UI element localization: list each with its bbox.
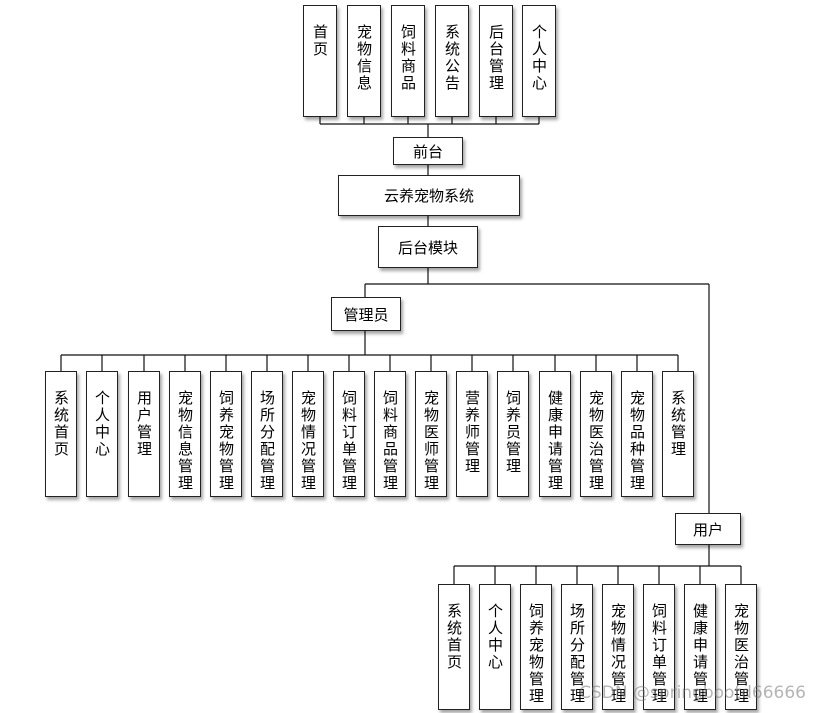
user-node: 用户 [675,513,741,545]
backend-module-node: 后台模块 [378,226,478,268]
system-root-node: 云养宠物系统 [338,175,520,216]
user-item-pet-raising-mgmt: 饲养宠物管理 [520,584,552,710]
admin-item-keeper-mgmt: 饲养员管理 [497,371,529,497]
watermark: CSDN @springbootd66666 [579,683,806,703]
front-node-announcement: 系统公告 [435,5,469,117]
front-node-feed-goods: 饲料商品 [391,5,425,117]
front-node-pet-info: 宠物信息 [347,5,381,117]
front-root-node: 前台 [393,137,463,165]
admin-item-user-mgmt: 用户管理 [128,371,160,497]
user-item-system-home: 系统首页 [438,584,470,710]
admin-item-pet-treatment-mgmt: 宠物医治管理 [580,371,612,497]
admin-item-pet-raising-mgmt: 饲养宠物管理 [210,371,242,497]
admin-item-system-mgmt: 系统管理 [662,371,694,497]
front-node-personal-center: 个人中心 [522,5,556,117]
user-item-pet-treatment-mgmt: 宠物医治管理 [725,584,757,710]
admin-item-vet-mgmt: 宠物医师管理 [415,371,447,497]
admin-item-nutritionist-mgmt: 营养师管理 [456,371,488,497]
admin-node: 管理员 [331,297,401,331]
user-item-pet-status-mgmt: 宠物情况管理 [602,584,634,710]
admin-item-pet-info-mgmt: 宠物信息管理 [169,371,201,497]
admin-item-venue-allocation-mgmt: 场所分配管理 [251,371,283,497]
admin-item-feed-order-mgmt: 饲料订单管理 [333,371,365,497]
admin-item-personal-center: 个人中心 [86,371,118,497]
front-node-home: 首页 [303,5,337,117]
user-item-health-application-mgmt: 健康申请管理 [684,584,716,710]
admin-item-feed-goods-mgmt: 饲料商品管理 [374,371,406,497]
user-item-personal-center: 个人中心 [479,584,511,710]
front-node-backend-mgmt: 后台管理 [479,5,513,117]
admin-item-pet-breed-mgmt: 宠物品种管理 [621,371,653,497]
admin-item-health-application-mgmt: 健康申请管理 [539,371,571,497]
admin-item-system-home: 系统首页 [45,371,77,497]
user-item-venue-allocation-mgmt: 场所分配管理 [561,584,593,710]
admin-item-pet-status-mgmt: 宠物情况管理 [292,371,324,497]
user-item-feed-order-mgmt: 饲料订单管理 [643,584,675,710]
